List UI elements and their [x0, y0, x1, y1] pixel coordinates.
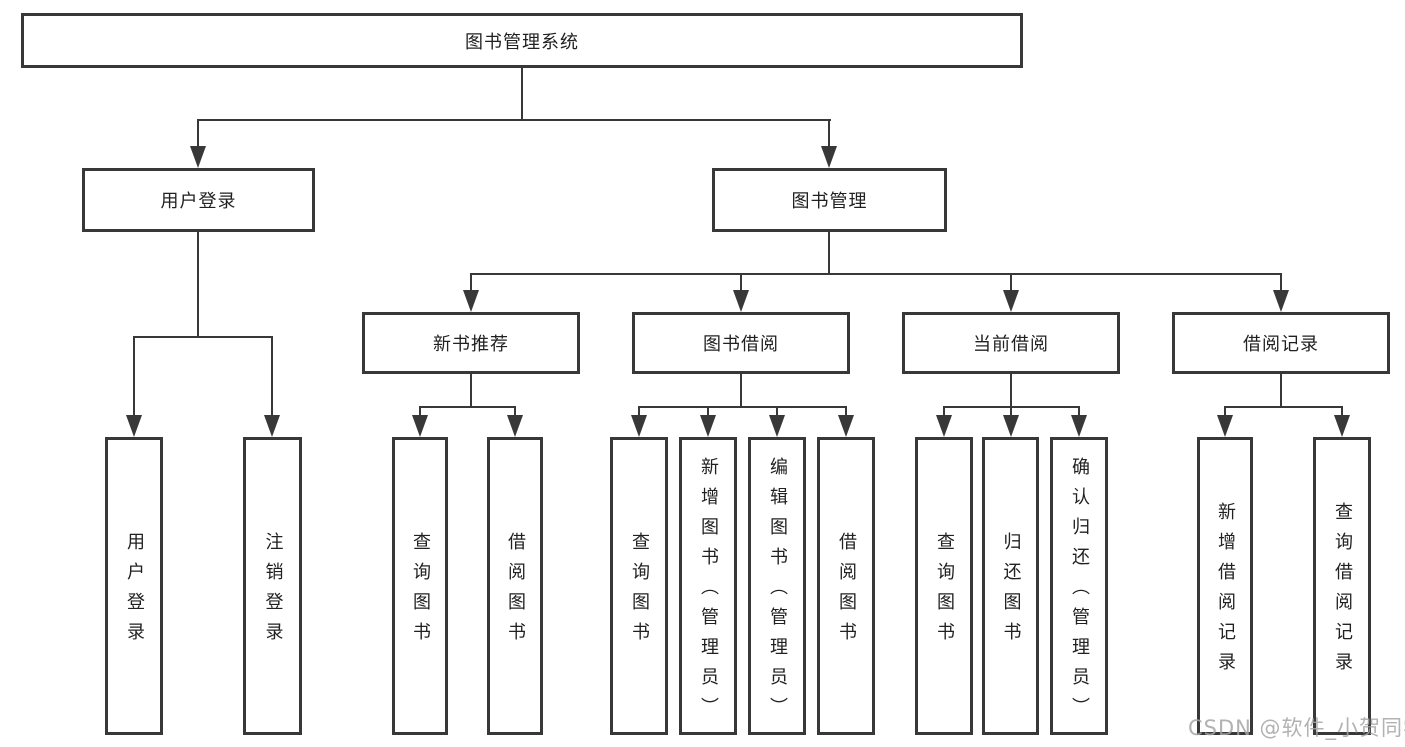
connector-book-mgmt-drop: [828, 119, 830, 147]
arrowhead: [1217, 415, 1233, 437]
node-borrow-record: 借阅记录: [1172, 312, 1390, 374]
leaf-record-add-borrow-record-label: 新增借阅记录: [1215, 502, 1236, 682]
leaf-record-query-borrow-record: 查询借阅记录: [1313, 437, 1371, 735]
arrowhead: [1003, 290, 1019, 312]
connector-root-stem: [521, 68, 523, 119]
connector-newbook-drop: [470, 273, 472, 291]
node-current-borrow-label: 当前借阅: [973, 334, 1049, 355]
csdn-watermark: CSDN @软件_小贺同学: [1188, 716, 1405, 740]
leaf-newbook-borrow-books: 借阅图书: [487, 437, 543, 735]
connector-current-stem: [1010, 374, 1012, 406]
node-new-book-recommend-label: 新书推荐: [433, 334, 509, 355]
connector-current-drop: [1010, 273, 1012, 291]
node-user-login-label: 用户登录: [160, 191, 237, 212]
leaf-current-confirm-return-admin-label: 确认归还（管理员）: [1069, 457, 1090, 727]
arrowhead: [507, 415, 523, 437]
leaf-borrow-borrow-books: 借阅图书: [817, 437, 875, 735]
connector-mgmt-stem: [828, 232, 830, 273]
arrowhead: [463, 290, 479, 312]
node-user-login: 用户登录: [82, 168, 315, 232]
leaf-logout-login: 注销登录: [243, 437, 302, 735]
leaf-current-query-books: 查询图书: [915, 437, 973, 735]
arrowhead: [936, 415, 952, 437]
leaf-record-add-borrow-record: 新增借阅记录: [1197, 437, 1253, 735]
connector-login-leaf2-drop: [271, 336, 273, 416]
leaf-current-return-books: 归还图书: [982, 437, 1039, 735]
connector-record-drop: [1280, 273, 1282, 291]
leaf-record-query-borrow-record-label: 查询借阅记录: [1332, 502, 1353, 682]
leaf-user-login-label: 用户登录: [124, 532, 145, 652]
leaf-borrow-add-books-admin: 新增图书（管理员）: [679, 437, 737, 735]
arrowhead: [126, 415, 142, 437]
node-book-management: 图书管理: [712, 168, 947, 232]
connector-groupD-drop2: [1341, 406, 1343, 416]
connector-level3-split: [470, 273, 1282, 275]
connector-groupD-drop1: [1224, 406, 1226, 416]
connector-groupD-split: [1224, 406, 1343, 408]
leaf-current-return-books-label: 归还图书: [1000, 532, 1022, 652]
connector-groupA-drop2: [514, 406, 516, 416]
arrowhead: [733, 290, 749, 312]
connector-groupA-split: [419, 406, 516, 408]
leaf-logout-login-label: 注销登录: [262, 532, 284, 652]
leaf-borrow-edit-books-admin: 编辑图书（管理员）: [748, 437, 806, 735]
leaf-current-query-books-label: 查询图书: [934, 532, 955, 652]
node-library-system: 图书管理系统: [21, 13, 1023, 68]
leaf-newbook-borrow-books-label: 借阅图书: [505, 532, 526, 652]
leaf-current-confirm-return-admin: 确认归还（管理员）: [1050, 437, 1108, 735]
connector-newbook-stem: [470, 374, 472, 406]
connector-groupC-drop2: [1010, 406, 1012, 416]
connector-user-login-drop: [197, 119, 199, 147]
leaf-borrow-add-books-admin-label: 新增图书（管理员）: [698, 457, 719, 727]
leaf-user-login: 用户登录: [105, 437, 163, 735]
node-library-system-label: 图书管理系统: [465, 31, 579, 53]
node-borrow-record-label: 借阅记录: [1243, 334, 1319, 355]
arrowhead: [631, 415, 647, 437]
leaf-newbook-query-books-label: 查询图书: [410, 532, 431, 652]
node-book-management-label: 图书管理: [791, 191, 868, 212]
connector-groupA-drop1: [419, 406, 421, 416]
arrowhead: [1071, 415, 1087, 437]
node-current-borrow: 当前借阅: [902, 312, 1120, 374]
connector-borrow-drop: [740, 273, 742, 291]
arrowhead: [821, 146, 837, 168]
connector-groupC-drop1: [943, 406, 945, 416]
node-new-book-recommend: 新书推荐: [362, 312, 580, 374]
arrowhead: [1003, 415, 1019, 437]
connector-groupB-drop2: [707, 406, 709, 416]
connector-record-stem: [1280, 374, 1282, 406]
arrowhead: [1334, 415, 1350, 437]
connector-login-stem: [197, 232, 199, 336]
arrowhead: [700, 415, 716, 437]
arrowhead: [190, 146, 206, 168]
connector-borrow-stem: [740, 374, 742, 406]
leaf-borrow-query-books: 查询图书: [610, 437, 668, 735]
connector-groupB-drop4: [845, 406, 847, 416]
connector-login-split: [133, 336, 273, 338]
leaf-newbook-query-books: 查询图书: [392, 437, 448, 735]
leaf-borrow-borrow-books-label: 借阅图书: [836, 532, 857, 652]
connector-groupB-drop1: [638, 406, 640, 416]
connector-groupB-drop3: [776, 406, 778, 416]
arrowhead: [412, 415, 428, 437]
leaf-borrow-query-books-label: 查询图书: [629, 532, 650, 652]
connector-login-leaf1-drop: [133, 336, 135, 416]
connector-level2-split: [197, 119, 831, 121]
arrowhead: [838, 415, 854, 437]
leaf-borrow-edit-books-admin-label: 编辑图书（管理员）: [767, 457, 788, 727]
arrowhead: [1273, 290, 1289, 312]
arrowhead: [769, 415, 785, 437]
connector-groupB-split: [638, 406, 847, 408]
node-book-borrow: 图书借阅: [632, 312, 850, 374]
arrowhead: [264, 415, 280, 437]
node-book-borrow-label: 图书借阅: [703, 334, 779, 355]
connector-groupC-drop3: [1078, 406, 1080, 416]
